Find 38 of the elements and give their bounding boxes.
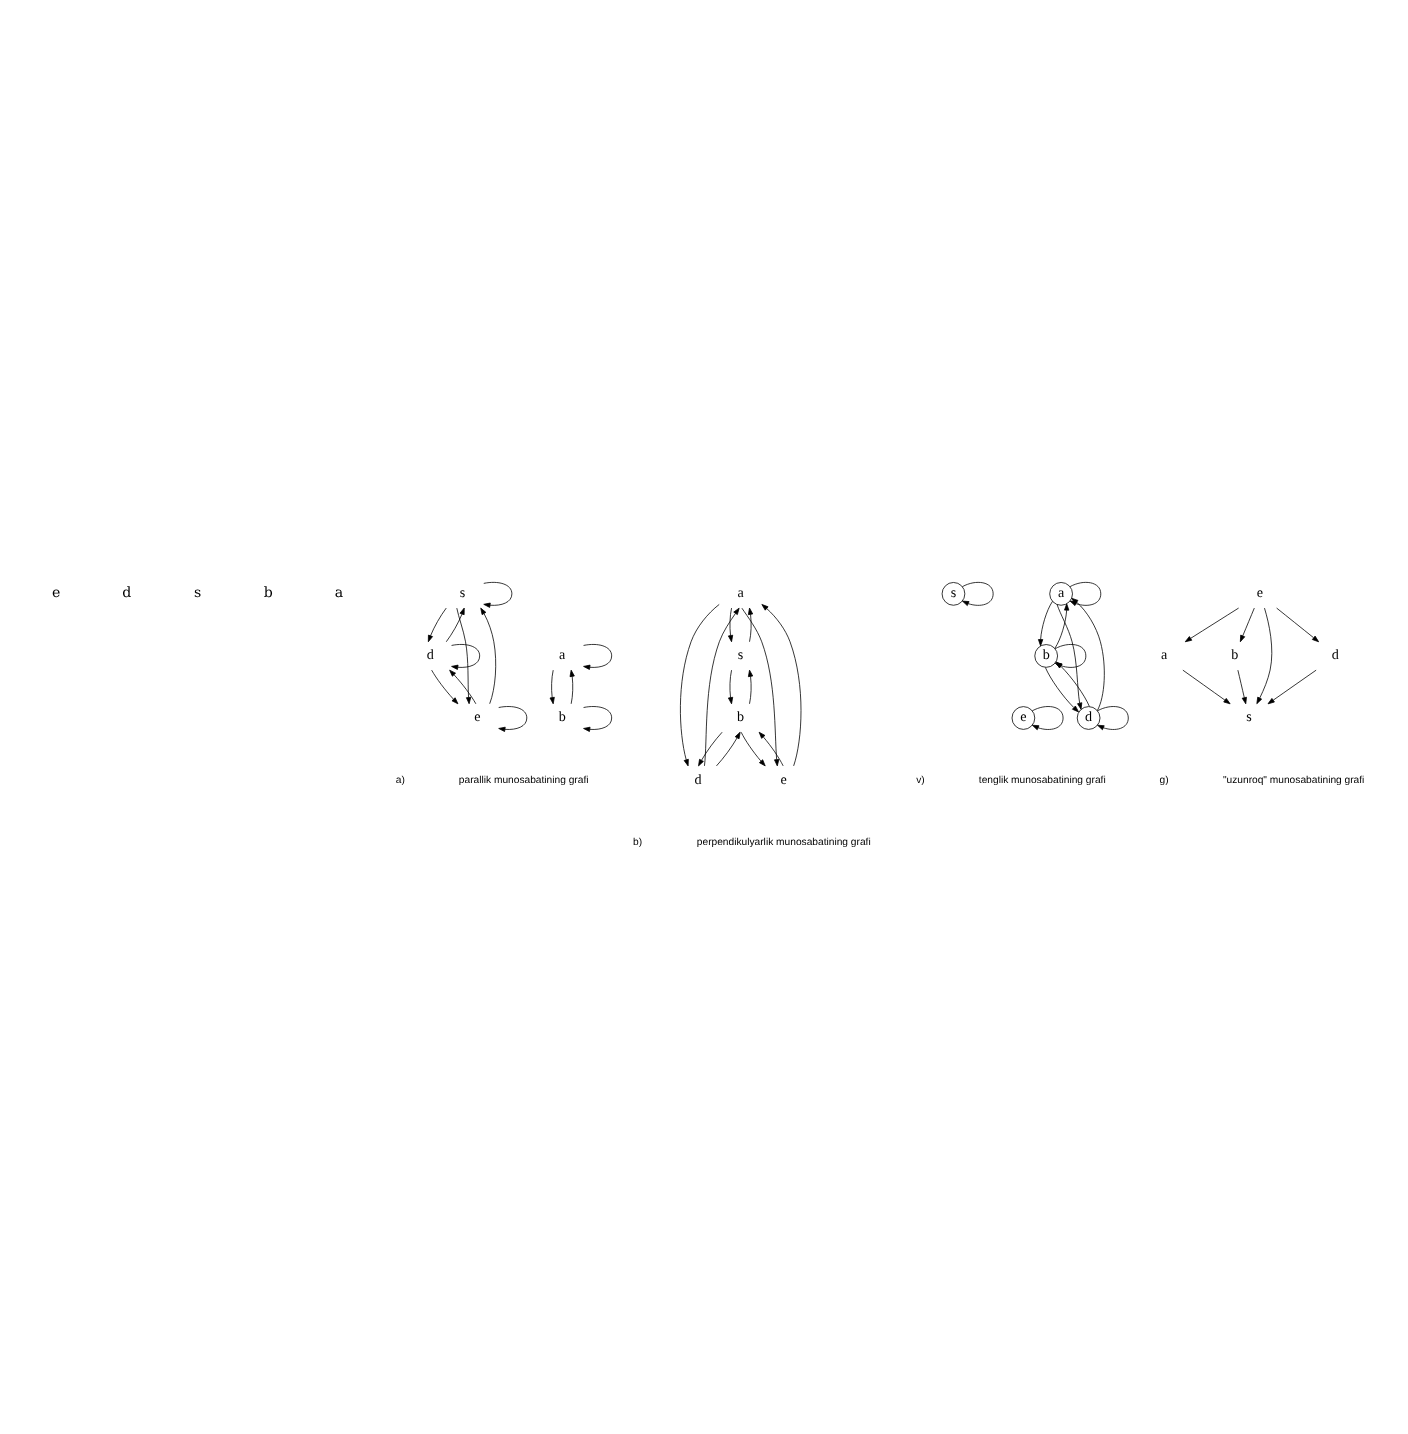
arrow xyxy=(583,643,613,669)
arrow xyxy=(1239,606,1255,642)
arrow xyxy=(741,606,780,766)
arrow xyxy=(727,606,734,642)
arrow xyxy=(1184,606,1239,642)
arrow xyxy=(704,606,740,766)
arrow xyxy=(445,606,465,642)
arrow xyxy=(1045,666,1079,712)
arrow xyxy=(449,668,477,704)
arrow xyxy=(483,580,513,607)
arrow xyxy=(1256,606,1273,704)
arrow xyxy=(1276,606,1320,642)
arrow xyxy=(427,606,447,642)
arrow xyxy=(727,668,734,704)
arrow xyxy=(480,606,497,704)
arrow xyxy=(1237,668,1247,704)
arrow xyxy=(549,668,555,704)
arrow xyxy=(962,581,994,605)
arrow xyxy=(1054,602,1070,648)
arrow xyxy=(583,705,613,731)
arrow xyxy=(431,668,459,704)
arrow xyxy=(1031,705,1064,730)
arrow xyxy=(740,730,766,766)
arrow xyxy=(1097,705,1129,730)
arrow xyxy=(498,705,528,731)
arrow xyxy=(747,606,754,642)
arrow xyxy=(1038,599,1053,646)
arrow xyxy=(1182,668,1231,704)
arrow xyxy=(698,730,723,766)
arrow xyxy=(747,668,754,704)
arrow xyxy=(1267,668,1317,704)
arrow xyxy=(758,730,784,766)
arrow xyxy=(451,643,481,669)
arrow xyxy=(569,668,575,704)
arrow xyxy=(680,603,720,766)
arrow xyxy=(761,603,802,766)
arrow xyxy=(716,730,741,766)
arrow xyxy=(456,606,472,704)
